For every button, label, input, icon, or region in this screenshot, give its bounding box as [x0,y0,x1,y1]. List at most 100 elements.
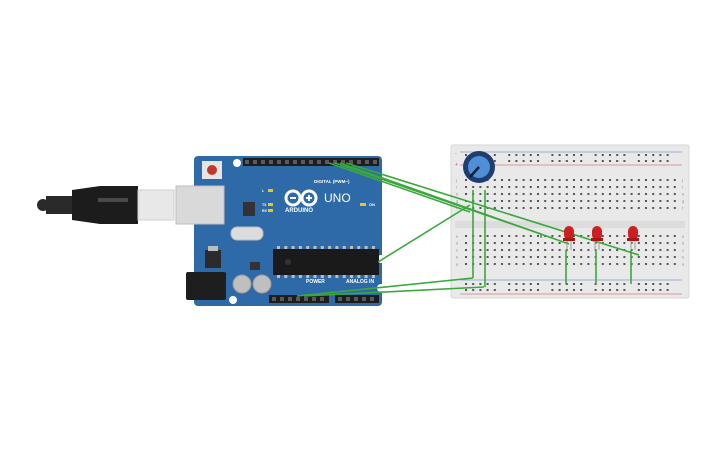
breadboard-hole[interactable] [558,186,561,188]
breadboard-hole[interactable] [529,193,532,195]
breadboard-hole[interactable] [486,242,489,244]
digital-pin[interactable] [253,160,257,164]
breadboard-hole[interactable] [558,193,561,195]
breadboard-hole[interactable] [637,263,640,265]
rail-hole[interactable] [659,160,662,162]
breadboard-hole[interactable] [609,186,611,188]
breadboard-hole[interactable] [522,263,525,265]
rail-hole[interactable] [486,289,489,291]
breadboard-hole[interactable] [501,186,503,188]
breadboard-hole[interactable] [529,200,532,202]
breadboard-hole[interactable] [637,249,640,251]
rail-hole[interactable] [666,289,669,291]
rail-hole[interactable] [652,154,655,156]
breadboard-hole[interactable] [580,186,583,188]
breadboard-hole[interactable] [623,186,626,188]
rail-hole[interactable] [645,160,647,162]
rail-hole[interactable] [472,283,475,285]
digital-pin[interactable] [357,160,361,164]
breadboard-hole[interactable] [666,263,669,265]
breadboard-hole[interactable] [551,186,554,188]
rail-hole[interactable] [659,154,662,156]
rail-hole[interactable] [616,283,619,285]
breadboard-hole[interactable] [544,193,547,195]
breadboard-hole[interactable] [666,179,669,181]
rail-hole[interactable] [573,289,575,291]
rail-hole[interactable] [580,283,583,285]
breadboard-hole[interactable] [558,235,561,237]
breadboard-hole[interactable] [623,200,626,202]
breadboard-hole[interactable] [544,249,547,251]
breadboard-hole[interactable] [472,186,475,188]
breadboard-hole[interactable] [465,193,467,195]
rail-hole[interactable] [659,283,662,285]
breadboard-hole[interactable] [508,249,511,251]
breadboard-hole[interactable] [508,186,511,188]
breadboard-hole[interactable] [659,186,662,188]
breadboard-hole[interactable] [573,263,575,265]
breadboard-hole[interactable] [508,263,511,265]
rail-hole[interactable] [465,283,467,285]
breadboard-hole[interactable] [515,256,518,258]
breadboard-hole[interactable] [508,242,511,244]
breadboard-hole[interactable] [479,193,482,195]
breadboard-hole[interactable] [659,200,662,202]
arduino-uno-board[interactable]: ARDUINO UNO DIGITAL (PWM~) POWER ANALOG … [175,156,385,306]
digital-pin[interactable] [293,160,297,164]
digital-pin[interactable] [285,160,289,164]
breadboard-hole[interactable] [486,193,489,195]
breadboard-hole[interactable] [465,235,467,237]
breadboard-hole[interactable] [573,200,575,202]
breadboard-hole[interactable] [616,193,619,195]
breadboard-hole[interactable] [551,207,554,209]
rail-hole[interactable] [666,160,669,162]
breadboard-hole[interactable] [501,256,503,258]
power-pin[interactable] [312,297,316,301]
rail-hole[interactable] [529,283,532,285]
breadboard-hole[interactable] [486,235,489,237]
digital-pin[interactable] [245,160,249,164]
rail-hole[interactable] [515,160,518,162]
breadboard-hole[interactable] [666,249,669,251]
rail-hole[interactable] [537,289,539,291]
breadboard-hole[interactable] [508,235,511,237]
analog-pin[interactable] [338,297,342,301]
breadboard-hole[interactable] [630,186,633,188]
breadboard-hole[interactable] [537,186,539,188]
breadboard-hole[interactable] [479,207,482,209]
breadboard-hole[interactable] [493,263,496,265]
breadboard-hole[interactable] [594,179,597,181]
rail-hole[interactable] [601,154,604,156]
breadboard-hole[interactable] [479,263,482,265]
rail-hole[interactable] [645,283,647,285]
breadboard-hole[interactable] [666,207,669,209]
digital-pin[interactable] [349,160,353,164]
breadboard-hole[interactable] [551,179,554,181]
rail-hole[interactable] [551,160,554,162]
breadboard-hole[interactable] [551,193,554,195]
rail-hole[interactable] [551,283,554,285]
rail-hole[interactable] [580,160,583,162]
breadboard-hole[interactable] [601,263,604,265]
analog-pin[interactable] [346,297,350,301]
breadboard-hole[interactable] [594,207,597,209]
breadboard-hole[interactable] [573,242,575,244]
breadboard-hole[interactable] [666,186,669,188]
breadboard-hole[interactable] [659,263,662,265]
breadboard-hole[interactable] [580,249,583,251]
breadboard-hole[interactable] [616,235,619,237]
breadboard-hole[interactable] [522,249,525,251]
breadboard-hole[interactable] [652,200,655,202]
rail-hole[interactable] [601,289,604,291]
breadboard-hole[interactable] [652,235,655,237]
digital-pin[interactable] [333,160,337,164]
rail-hole[interactable] [623,283,626,285]
breadboard-hole[interactable] [493,207,496,209]
breadboard-hole[interactable] [573,186,575,188]
breadboard-hole[interactable] [515,263,518,265]
jumper-wire[interactable] [303,286,485,297]
breadboard-hole[interactable] [529,263,532,265]
rail-hole[interactable] [537,154,539,156]
breadboard-hole[interactable] [529,235,532,237]
breadboard-hole[interactable] [601,207,604,209]
